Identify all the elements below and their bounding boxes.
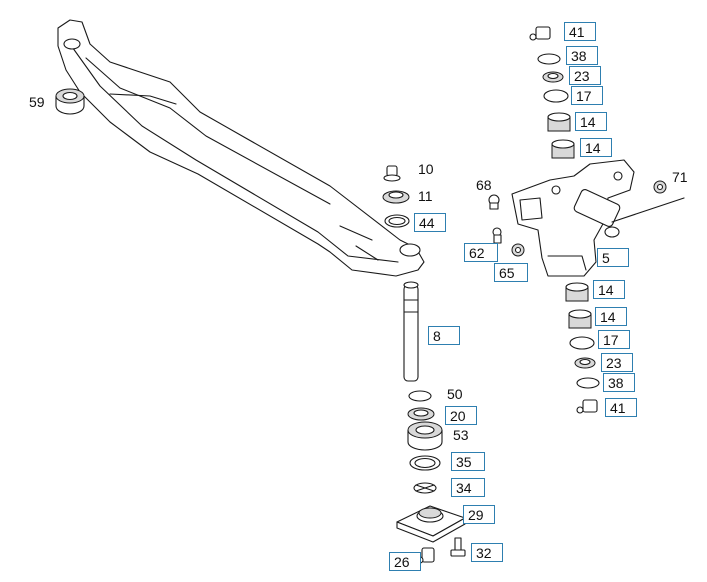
- part-41-grease-nipple-lower: [576, 399, 598, 414]
- callout-20[interactable]: 20: [445, 406, 477, 425]
- part-34-shim: [413, 482, 437, 494]
- callout-59[interactable]: 59: [29, 94, 45, 110]
- part-5-steering-knuckle: [511, 159, 635, 277]
- part-11-seal: [382, 190, 410, 204]
- callout-38-lower[interactable]: 38: [603, 373, 635, 392]
- callout-34[interactable]: 34: [451, 478, 485, 497]
- part-59-bushing: [55, 88, 85, 115]
- callout-41-upper[interactable]: 41: [564, 22, 596, 41]
- part-38-circlip-lower: [576, 377, 600, 389]
- callout-32[interactable]: 32: [471, 543, 503, 562]
- part-38-circlip-upper: [537, 53, 561, 65]
- callout-23-upper[interactable]: 23: [569, 66, 601, 85]
- part-71-nut: [653, 180, 667, 194]
- callout-65[interactable]: 65: [494, 263, 528, 282]
- part-35-ring: [409, 455, 441, 471]
- callout-10[interactable]: 10: [418, 161, 434, 177]
- part-65-nut: [511, 243, 525, 257]
- part-14-bearing-lower-2: [568, 309, 592, 329]
- callout-29[interactable]: 29: [463, 505, 495, 524]
- callout-71[interactable]: 71: [672, 169, 688, 185]
- callout-23-lower[interactable]: 23: [601, 353, 633, 372]
- callout-26[interactable]: 26: [389, 552, 421, 571]
- callout-35[interactable]: 35: [451, 452, 485, 471]
- callout-17-lower[interactable]: 17: [598, 330, 630, 349]
- part-14-bearing-upper-1: [547, 112, 571, 132]
- part-23-washer-lower: [574, 357, 596, 369]
- part-10-plug: [383, 165, 401, 182]
- part-20-washer: [407, 407, 435, 421]
- leader-71: [611, 197, 685, 223]
- callout-68[interactable]: 68: [476, 177, 492, 193]
- callout-8[interactable]: 8: [428, 326, 460, 345]
- callout-53[interactable]: 53: [453, 427, 469, 443]
- callout-14-upper-1[interactable]: 14: [575, 112, 607, 131]
- axle-beam: [57, 19, 425, 277]
- callout-38-upper[interactable]: 38: [566, 46, 598, 65]
- callout-44[interactable]: 44: [414, 213, 446, 232]
- part-17-ring-upper: [543, 89, 569, 103]
- part-17-ring-lower: [569, 336, 595, 350]
- part-50-ring: [408, 390, 432, 402]
- part-23-washer-upper: [542, 71, 564, 83]
- callout-62[interactable]: 62: [464, 243, 498, 262]
- part-14-bearing-upper-2: [551, 139, 575, 159]
- part-8-king-pin: [403, 281, 419, 382]
- callout-14-lower-1[interactable]: 14: [593, 280, 625, 299]
- part-41-grease-nipple-upper: [529, 26, 551, 41]
- callout-5[interactable]: 5: [597, 248, 629, 267]
- callout-14-upper-2[interactable]: 14: [580, 138, 612, 157]
- part-14-bearing-lower-1: [565, 282, 589, 302]
- part-62-bolt: [492, 227, 502, 244]
- callout-41-lower[interactable]: 41: [605, 398, 637, 417]
- callout-14-lower-2[interactable]: 14: [595, 307, 627, 326]
- callout-50[interactable]: 50: [447, 386, 463, 402]
- callout-17-upper[interactable]: 17: [571, 86, 603, 105]
- part-68-bolt: [488, 194, 500, 210]
- part-53-bearing: [407, 421, 443, 451]
- part-44-ring: [384, 214, 410, 228]
- part-29-cap-plate: [396, 505, 466, 543]
- callout-11[interactable]: 11: [418, 188, 433, 204]
- part-32-bolt: [450, 537, 466, 557]
